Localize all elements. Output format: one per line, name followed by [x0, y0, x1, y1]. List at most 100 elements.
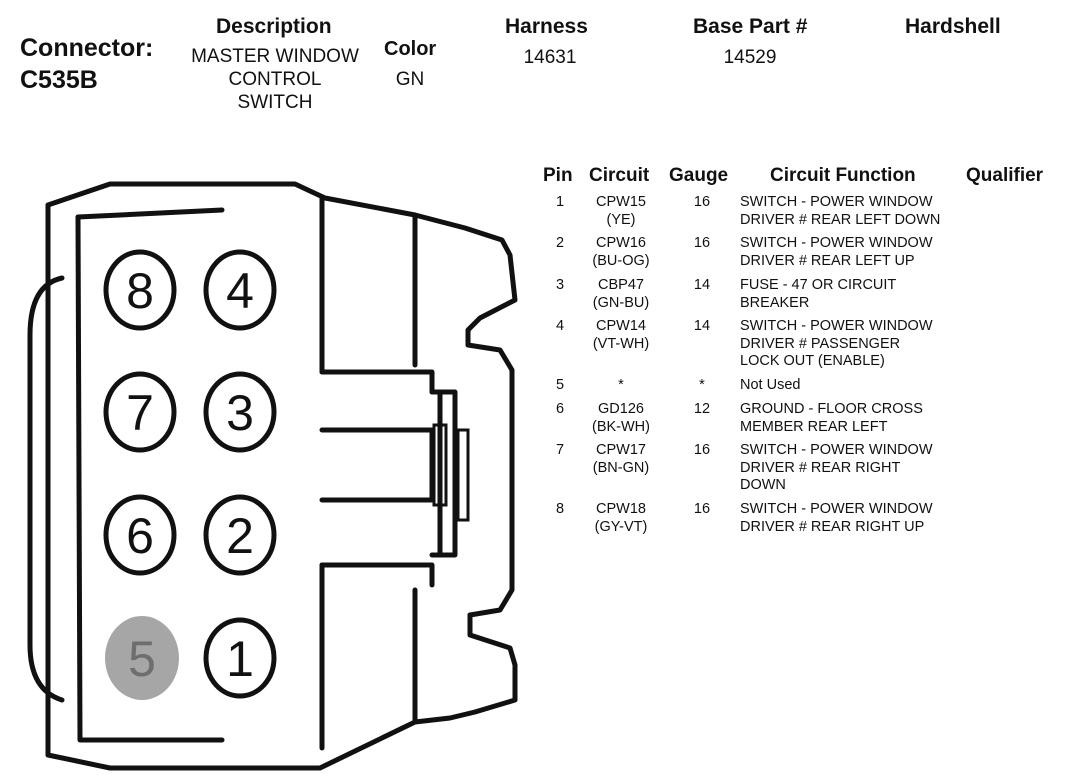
- function-line: DRIVER # REAR RIGHT UP: [740, 518, 925, 535]
- connector-label: Connector:: [20, 34, 154, 62]
- pin-label: 2: [226, 508, 254, 564]
- circuit-line: (BU-OG): [592, 252, 650, 269]
- pin-1-circle: [203, 617, 277, 699]
- housing-outline: [45, 181, 518, 771]
- hardshell-label: Hardshell: [905, 15, 1001, 38]
- inner-face-top-edge: [75, 207, 225, 220]
- key-mid: [319, 427, 435, 503]
- left-latch-outline: [27, 275, 65, 703]
- circuit-line: CPW14: [596, 318, 646, 334]
- connector-id: C535B: [20, 66, 98, 94]
- function-line: SWITCH - POWER WINDOW: [740, 501, 933, 517]
- cell-pin: 4: [555, 318, 565, 334]
- circuit-line: CPW15: [596, 194, 646, 210]
- cell-gauge: 16: [693, 442, 711, 458]
- function-line: LOCK OUT (ENABLE): [740, 353, 885, 369]
- pin-label: 3: [226, 385, 254, 441]
- harness-label: Harness: [505, 15, 588, 38]
- color-value: GN: [395, 69, 425, 90]
- key-slot: [429, 389, 458, 558]
- function-line: SWITCH - POWER WINDOW: [740, 235, 933, 251]
- pin-label: 1: [226, 631, 254, 687]
- key-tab: [432, 423, 448, 507]
- circuit-line: (BK-WH): [592, 418, 650, 435]
- circuit-line: (GN-BU): [592, 294, 650, 311]
- key-lower: [319, 562, 435, 588]
- circuit-line: (VT-WH): [592, 335, 650, 352]
- pin-7-circle: [103, 371, 177, 453]
- cell-gauge: 14: [693, 277, 711, 293]
- cell-gauge: 16: [693, 501, 711, 517]
- cell-pin: 5: [555, 377, 565, 393]
- function-line: BREAKER: [740, 294, 810, 311]
- cell-pin: 3: [555, 277, 565, 293]
- description-line: MASTER WINDOW: [191, 46, 359, 67]
- key-tab-outer: [456, 428, 470, 522]
- function-line: SWITCH - POWER WINDOW: [740, 442, 933, 458]
- circuit-line: (YE): [606, 211, 636, 228]
- function-line: SWITCH - POWER WINDOW: [740, 318, 933, 334]
- cell-circuit: CPW17(BN-GN): [578, 442, 664, 477]
- cell-pin: 8: [555, 501, 565, 517]
- function-line: MEMBER REAR LEFT: [740, 418, 888, 435]
- pin-label-unused: 5: [128, 631, 156, 687]
- description-line: SWITCH: [237, 92, 313, 113]
- cell-gauge: 12: [693, 401, 711, 417]
- pin-6-circle: [103, 494, 177, 576]
- circuit-line: CPW16: [596, 235, 646, 251]
- circuit-line: *: [618, 377, 624, 393]
- pin-label: 6: [126, 508, 154, 564]
- pin-3-circle: [203, 371, 277, 453]
- description-line: CONTROL: [228, 69, 322, 90]
- circuit-line: GD126: [598, 401, 644, 417]
- column-header-pin: Pin: [543, 165, 573, 186]
- function-line: Not Used: [740, 377, 801, 393]
- pin-2-circle: [203, 494, 277, 576]
- cell-circuit: GD126(BK-WH): [578, 401, 664, 436]
- pin-label: 7: [126, 385, 154, 441]
- color-label: Color: [384, 38, 437, 60]
- function-line: DRIVER # PASSENGER: [740, 335, 901, 352]
- base-part-label: Base Part #: [693, 15, 808, 38]
- column-header-qualifier: Qualifier: [966, 165, 1044, 186]
- function-line: DRIVER # REAR LEFT DOWN: [740, 211, 941, 228]
- cell-circuit: CPW18(GY-VT): [578, 501, 664, 536]
- cell-function: Not Used: [740, 377, 800, 395]
- cell-gauge: *: [699, 377, 705, 393]
- base-part-value: 14529: [723, 47, 777, 68]
- cell-circuit: CPW14(VT-WH): [578, 318, 664, 353]
- cell-gauge: 16: [693, 235, 711, 251]
- function-line: DRIVER # REAR LEFT UP: [740, 252, 915, 269]
- column-header-gauge: Gauge: [669, 165, 729, 186]
- function-line: DOWN: [740, 477, 786, 493]
- column-header-function: Circuit Function: [770, 165, 916, 186]
- cell-pin: 7: [555, 442, 565, 458]
- pin-5-circle-unused: [105, 616, 179, 700]
- inner-face-outline: [75, 214, 225, 743]
- function-line: DRIVER # REAR RIGHT: [740, 459, 901, 476]
- cell-circuit: CPW16(BU-OG): [578, 235, 664, 270]
- function-line: FUSE - 47 OR CIRCUIT: [740, 277, 897, 293]
- cell-circuit: CBP47(GN-BU): [578, 277, 664, 312]
- cell-gauge: 16: [693, 194, 711, 210]
- key-top: [319, 369, 435, 395]
- circuit-line: CBP47: [598, 277, 644, 293]
- description-label: Description: [216, 15, 332, 38]
- cell-circuit: *: [578, 377, 664, 395]
- circuit-line: CPW17: [596, 442, 646, 458]
- circuit-line: (BN-GN): [592, 459, 650, 476]
- cell-pin: 6: [555, 401, 565, 417]
- cell-pin: 1: [555, 194, 565, 210]
- harness-value: 14631: [523, 47, 577, 68]
- pin-4-circle: [203, 249, 277, 331]
- function-line: GROUND - FLOOR CROSS: [740, 401, 923, 417]
- circuit-line: CPW18: [596, 501, 646, 517]
